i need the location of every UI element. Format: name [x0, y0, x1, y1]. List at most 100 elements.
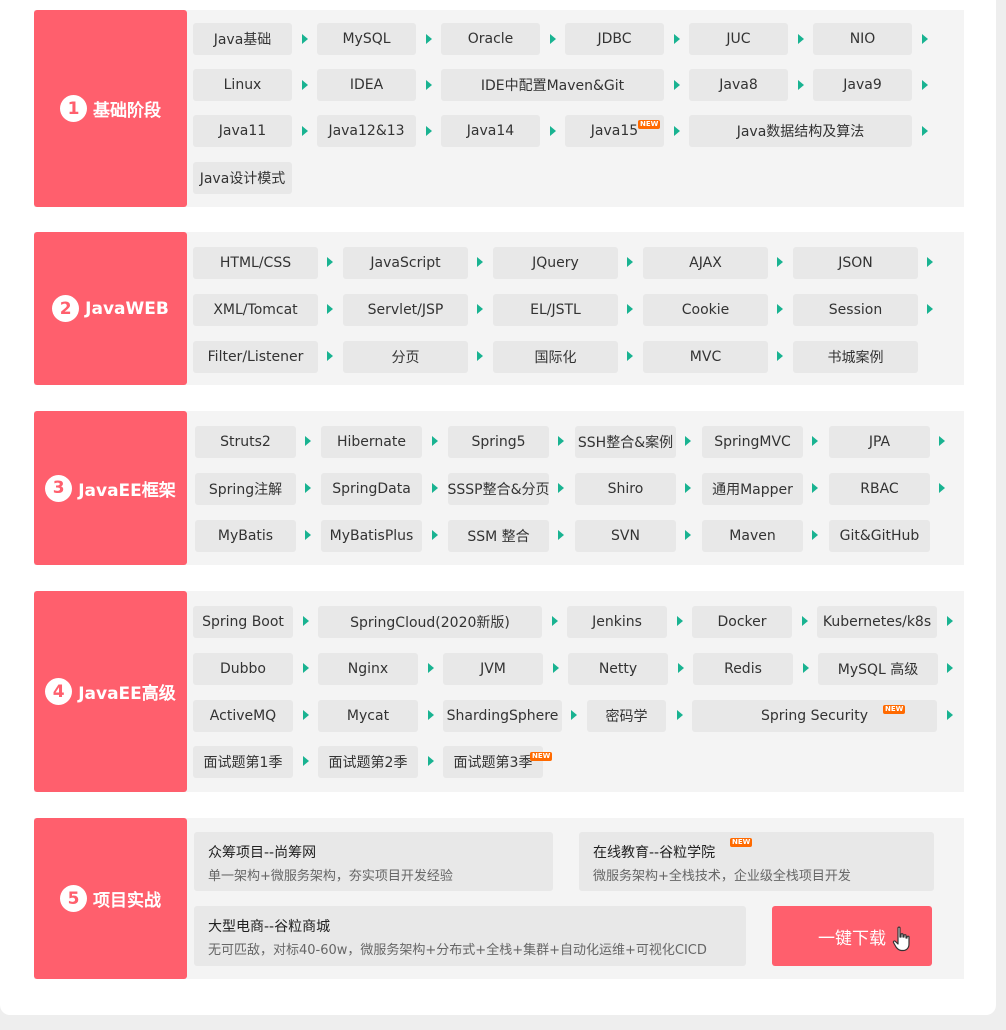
- chip-jquery[interactable]: JQuery: [493, 247, 618, 279]
- chip-kubernetes[interactable]: Kubernetes/k8s: [817, 606, 937, 638]
- chip-jvm[interactable]: JVM: [443, 653, 543, 685]
- chip-jenkins[interactable]: Jenkins: [567, 606, 667, 638]
- triangle-right-icon: [428, 710, 434, 720]
- chip-mybatis[interactable]: MyBatis: [195, 520, 296, 552]
- stage-number-badge: 2: [52, 295, 80, 322]
- stage-1-label: 基础阶段: [93, 101, 161, 121]
- chip-sssp-integration[interactable]: SSSP整合&分页: [447, 473, 550, 505]
- download-label: 一键下载: [818, 928, 886, 949]
- chip-java8[interactable]: Java8: [689, 69, 788, 101]
- chip-activemq[interactable]: ActiveMQ: [193, 700, 293, 732]
- chip-java9[interactable]: Java9: [813, 69, 912, 101]
- triangle-right-icon: [939, 436, 945, 446]
- chip-redis[interactable]: Redis: [693, 653, 793, 685]
- triangle-right-icon: [428, 663, 434, 673]
- chip-svn[interactable]: SVN: [575, 520, 676, 552]
- triangle-right-icon: [803, 663, 809, 673]
- chip-session[interactable]: Session: [793, 294, 918, 326]
- triangle-right-icon: [302, 34, 308, 44]
- triangle-right-icon: [812, 436, 818, 446]
- chip-interview-s1[interactable]: 面试题第1季: [193, 746, 293, 778]
- chip-filter-listener[interactable]: Filter/Listener: [193, 341, 318, 373]
- chip-java12-13[interactable]: Java12&13: [317, 115, 416, 147]
- chip-shardingsphere[interactable]: ShardingSphere: [443, 700, 562, 732]
- chip-jpa[interactable]: JPA: [829, 426, 930, 458]
- chip-netty[interactable]: Netty: [568, 653, 668, 685]
- triangle-right-icon: [922, 80, 928, 90]
- triangle-right-icon: [677, 710, 683, 720]
- triangle-right-icon: [798, 34, 804, 44]
- chip-springcloud[interactable]: SpringCloud(2020新版): [318, 606, 542, 638]
- chip-nginx[interactable]: Nginx: [318, 653, 418, 685]
- chip-cookie[interactable]: Cookie: [643, 294, 768, 326]
- chip-mysql-advanced[interactable]: MySQL 高级: [818, 653, 938, 685]
- chip-maven[interactable]: Maven: [702, 520, 803, 552]
- chip-bookstore-case[interactable]: 书城案例: [793, 341, 918, 373]
- chip-ide-maven-git[interactable]: IDE中配置Maven&Git: [441, 69, 664, 101]
- chip-shiro[interactable]: Shiro: [575, 473, 676, 505]
- triangle-right-icon: [327, 351, 333, 361]
- content-card: 1 基础阶段 Java基础 MySQL Oracle JDBC JUC NIO …: [0, 0, 996, 1015]
- new-badge: NEW: [730, 838, 753, 847]
- triangle-right-icon: [305, 530, 311, 540]
- chip-mvc[interactable]: MVC: [643, 341, 768, 373]
- chip-el-jstl[interactable]: EL/JSTL: [493, 294, 618, 326]
- download-button[interactable]: 一键下载: [772, 906, 932, 966]
- chip-spring-annotations[interactable]: Spring注解: [195, 473, 296, 505]
- triangle-right-icon: [432, 483, 438, 493]
- chip-linux[interactable]: Linux: [193, 69, 292, 101]
- triangle-right-icon: [552, 616, 558, 626]
- chip-common-mapper[interactable]: 通用Mapper: [702, 473, 803, 505]
- chip-json[interactable]: JSON: [793, 247, 918, 279]
- triangle-right-icon: [571, 710, 577, 720]
- chip-juc[interactable]: JUC: [689, 23, 788, 55]
- chip-spring-boot[interactable]: Spring Boot: [193, 606, 293, 638]
- triangle-right-icon: [927, 304, 933, 314]
- chip-pagination[interactable]: 分页: [343, 341, 468, 373]
- chip-nio[interactable]: NIO: [813, 23, 912, 55]
- stage-number-badge: 3: [45, 474, 73, 502]
- chip-interview-s2[interactable]: 面试题第2季: [318, 746, 418, 778]
- triangle-right-icon: [432, 530, 438, 540]
- chip-springdata[interactable]: SpringData: [321, 473, 422, 505]
- chip-xml-tomcat[interactable]: XML/Tomcat: [193, 294, 318, 326]
- triangle-right-icon: [426, 126, 432, 136]
- chip-cryptography[interactable]: 密码学: [587, 700, 666, 732]
- chip-docker[interactable]: Docker: [692, 606, 792, 638]
- chip-idea[interactable]: IDEA: [317, 69, 416, 101]
- hand-pointer-icon: [892, 926, 910, 952]
- chip-rbac[interactable]: RBAC: [829, 473, 930, 505]
- triangle-right-icon: [303, 616, 309, 626]
- chip-mycat[interactable]: Mycat: [318, 700, 418, 732]
- chip-servlet-jsp[interactable]: Servlet/JSP: [343, 294, 468, 326]
- chip-springmvc[interactable]: SpringMVC: [702, 426, 803, 458]
- stage-number-badge: 5: [60, 885, 87, 912]
- chip-ssh-integration[interactable]: SSH整合&案例: [575, 426, 676, 458]
- chip-java14[interactable]: Java14: [441, 115, 540, 147]
- chip-spring5[interactable]: Spring5: [448, 426, 549, 458]
- triangle-right-icon: [426, 34, 432, 44]
- chip-ssm-integration[interactable]: SSM 整合: [448, 520, 549, 552]
- chip-mysql[interactable]: MySQL: [317, 23, 416, 55]
- chip-java-basics[interactable]: Java基础: [193, 23, 292, 55]
- chip-git-github[interactable]: Git&GitHub: [829, 520, 930, 552]
- chip-hibernate[interactable]: Hibernate: [321, 426, 422, 458]
- project-card-online-education[interactable]: 在线教育--谷粒学院 NEW 微服务架构+全栈技术，企业级全栈项目开发: [579, 832, 934, 891]
- chip-ajax[interactable]: AJAX: [643, 247, 768, 279]
- chip-javascript[interactable]: JavaScript: [343, 247, 468, 279]
- chip-mybatisplus[interactable]: MyBatisPlus: [321, 520, 422, 552]
- chip-dubbo[interactable]: Dubbo: [193, 653, 293, 685]
- triangle-right-icon: [477, 304, 483, 314]
- chip-struts2[interactable]: Struts2: [195, 426, 296, 458]
- project-card-ecommerce[interactable]: 大型电商--谷粒商城 无可匹敌，对标40-60w，微服务架构+分布式+全栈+集群…: [194, 906, 746, 966]
- project-desc: 单一架构+微服务架构，夯实项目开发经验: [208, 869, 453, 884]
- chip-interview-s3[interactable]: 面试题第3季: [443, 746, 543, 778]
- project-card-crowdfunding[interactable]: 众筹项目--尚筹网 单一架构+微服务架构，夯实项目开发经验: [194, 832, 553, 891]
- chip-java11[interactable]: Java11: [193, 115, 292, 147]
- chip-i18n[interactable]: 国际化: [493, 341, 618, 373]
- chip-jdbc[interactable]: JDBC: [565, 23, 664, 55]
- chip-java-design-patterns[interactable]: Java设计模式: [193, 162, 292, 194]
- chip-java-data-structures[interactable]: Java数据结构及算法: [689, 115, 912, 147]
- chip-html-css[interactable]: HTML/CSS: [193, 247, 318, 279]
- chip-oracle[interactable]: Oracle: [441, 23, 540, 55]
